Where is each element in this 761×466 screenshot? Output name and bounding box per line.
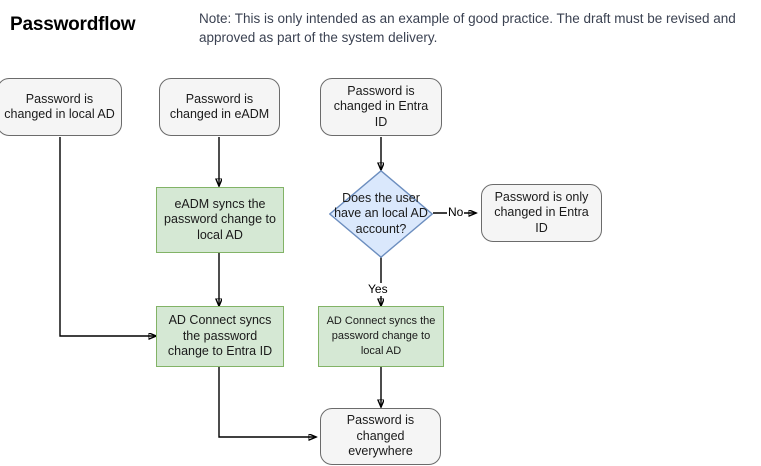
node-start-entra[interactable]: Password is changed in Entra ID bbox=[320, 78, 442, 136]
node-start-local-ad[interactable]: Password is changed in local AD bbox=[0, 78, 122, 136]
node-password-changed-everywhere-label: Password is changed everywhere bbox=[346, 413, 415, 459]
node-decision-label: Does the user have an local AD account? bbox=[334, 190, 428, 236]
edge-adconnect-to-everywhere bbox=[218, 367, 316, 437]
node-adconnect-to-entra-label: AD Connect syncs the password change to … bbox=[167, 313, 273, 359]
page-title: Passwordflow bbox=[10, 14, 136, 35]
node-adconnect-to-entra[interactable]: AD Connect syncs the password change to … bbox=[156, 306, 284, 367]
edge-label-no: No bbox=[447, 205, 465, 219]
edge-localad-to-adconnect bbox=[59, 137, 156, 336]
node-start-entra-label: Password is changed in Entra ID bbox=[333, 83, 429, 129]
node-start-local-ad-label: Password is changed in local AD bbox=[4, 91, 115, 122]
disclaimer-note: Note: This is only intended as an exampl… bbox=[199, 11, 736, 45]
diamond-shape bbox=[329, 170, 433, 258]
edge-label-yes: Yes bbox=[367, 282, 389, 296]
node-start-eadm-label: Password is changed in eADM bbox=[169, 91, 270, 122]
node-decision-local-ad-account[interactable]: Does the user have an local AD account? bbox=[329, 170, 433, 258]
node-password-only-entra-label: Password is only changed in Entra ID bbox=[494, 189, 589, 235]
node-password-changed-everywhere[interactable]: Password is changed everywhere bbox=[320, 408, 441, 465]
node-password-only-entra[interactable]: Password is only changed in Entra ID bbox=[481, 184, 602, 242]
node-eadm-sync-label: eADM syncs the password change to local … bbox=[164, 196, 276, 242]
node-adconnect-to-local-ad-label: AD Connect syncs the password change to … bbox=[326, 315, 436, 357]
node-eadm-sync[interactable]: eADM syncs the password change to local … bbox=[156, 187, 284, 253]
node-start-eadm[interactable]: Password is changed in eADM bbox=[159, 78, 280, 136]
node-decision-label-wrap: Does the user have an local AD account? bbox=[329, 170, 433, 258]
node-adconnect-to-local-ad[interactable]: AD Connect syncs the password change to … bbox=[318, 306, 444, 367]
